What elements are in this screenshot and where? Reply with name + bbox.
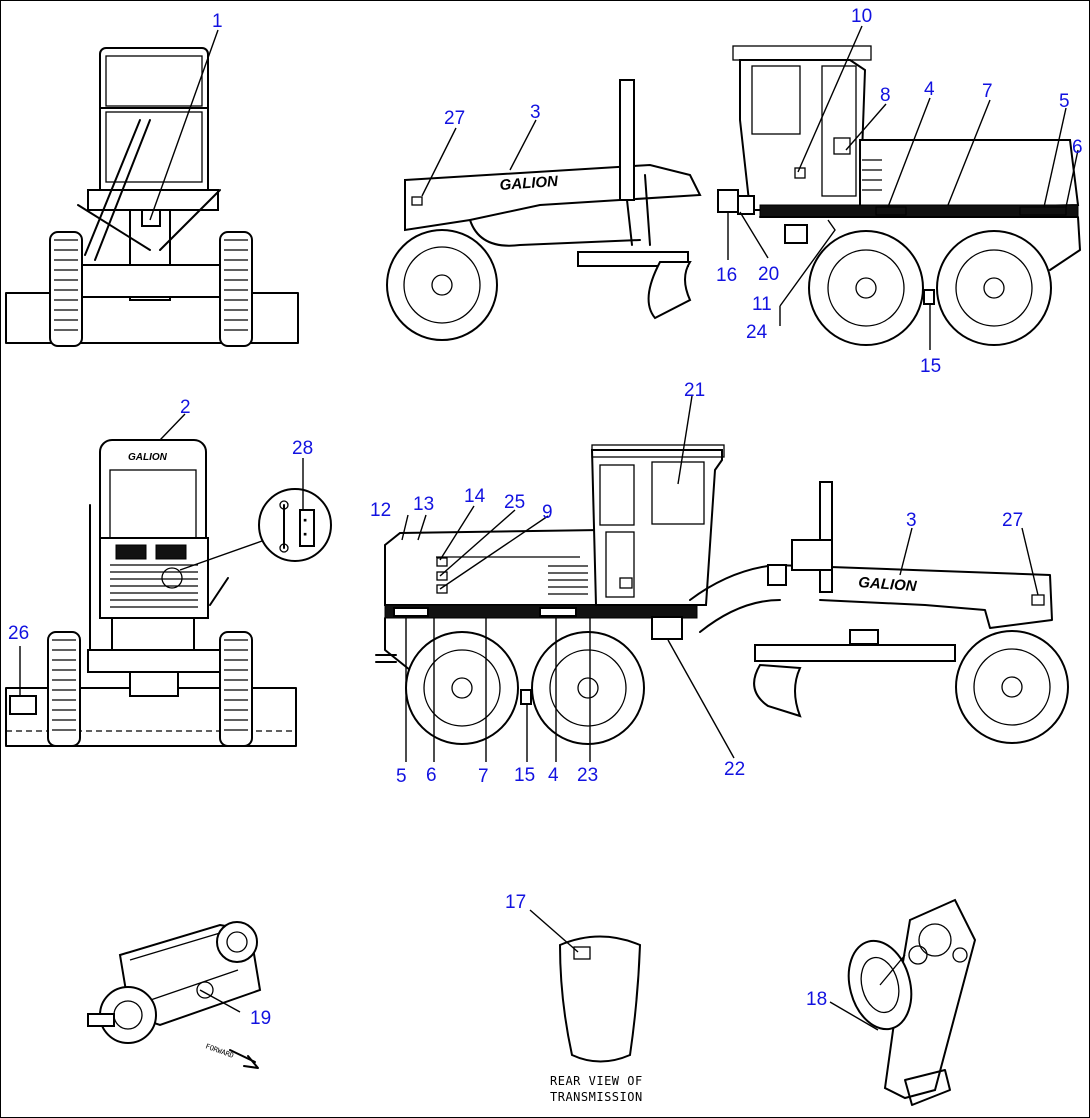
callout-8: 8 bbox=[880, 85, 891, 106]
detail-bubble bbox=[258, 488, 332, 562]
callout-14: 14 bbox=[464, 486, 486, 507]
brand-lettering-lower-side: GALION bbox=[858, 574, 919, 595]
callout-4-lower: 4 bbox=[548, 765, 559, 786]
callout-1: 1 bbox=[212, 11, 223, 32]
callout-4-top: 4 bbox=[924, 79, 935, 100]
callout-16: 16 bbox=[716, 265, 737, 286]
transmission-caption-line1: REAR VIEW OF bbox=[550, 1074, 643, 1088]
brand-lettering-top-side: GALION bbox=[499, 173, 560, 194]
brand-lettering-rear: GALION bbox=[128, 452, 168, 463]
callout-17: 17 bbox=[505, 892, 526, 913]
callout-24: 24 bbox=[746, 322, 768, 343]
transmission-illustration: FORWARD bbox=[87, 921, 262, 1069]
callout-3-lower: 3 bbox=[906, 510, 917, 531]
callout-13: 13 bbox=[413, 494, 434, 515]
callout-20: 20 bbox=[758, 264, 779, 285]
callout-18: 18 bbox=[806, 989, 827, 1010]
callout-2: 2 bbox=[180, 397, 191, 418]
callout-23: 23 bbox=[577, 765, 598, 786]
callout-6-lower: 6 bbox=[426, 765, 437, 786]
right-side-view-grader: GALION bbox=[386, 45, 1081, 346]
callout-12: 12 bbox=[370, 500, 391, 521]
svg-text:▪: ▪ bbox=[303, 516, 307, 524]
callout-6-top: 6 bbox=[1072, 137, 1083, 158]
callout-7-top: 7 bbox=[982, 81, 993, 102]
callout-19: 19 bbox=[250, 1008, 271, 1029]
leader-lines bbox=[19, 25, 1079, 1031]
svg-text:▪: ▪ bbox=[303, 530, 307, 538]
callout-9: 9 bbox=[542, 502, 553, 523]
transmission-caption-line2: TRANSMISSION bbox=[550, 1090, 643, 1104]
callout-numbers: 1 27 3 10 8 4 7 5 6 16 20 11 24 15 2 28 … bbox=[8, 6, 1083, 1029]
callout-25: 25 bbox=[504, 492, 525, 513]
callout-3-top: 3 bbox=[530, 102, 541, 123]
callout-15-top: 15 bbox=[920, 356, 941, 377]
callout-7-lower: 7 bbox=[478, 766, 489, 787]
rear-right-tire bbox=[219, 631, 253, 747]
front-left-tire bbox=[49, 231, 83, 347]
steering-column-illustration bbox=[847, 898, 977, 1106]
callout-10: 10 bbox=[851, 6, 872, 27]
transmission-rear-view: REAR VIEW OF TRANSMISSION bbox=[550, 935, 643, 1104]
callout-27-lower: 27 bbox=[1002, 510, 1023, 531]
callout-21: 21 bbox=[684, 380, 705, 401]
callout-26: 26 bbox=[8, 623, 29, 644]
callout-28: 28 bbox=[292, 438, 313, 459]
rear-view-grader: GALION ▪ ▪ bbox=[5, 439, 332, 747]
callout-27-top: 27 bbox=[444, 108, 465, 129]
callout-11: 11 bbox=[752, 294, 772, 315]
svg-text:FORWARD: FORWARD bbox=[204, 1042, 234, 1060]
rear-left-tire bbox=[47, 631, 81, 747]
callout-22: 22 bbox=[724, 759, 745, 780]
front-right-tire bbox=[219, 231, 253, 347]
callout-15-lower: 15 bbox=[514, 765, 535, 786]
front-view-grader bbox=[5, 47, 299, 347]
left-side-view-grader: GALION bbox=[375, 444, 1069, 745]
callout-5-lower: 5 bbox=[396, 766, 407, 787]
callout-5-top: 5 bbox=[1059, 91, 1070, 112]
